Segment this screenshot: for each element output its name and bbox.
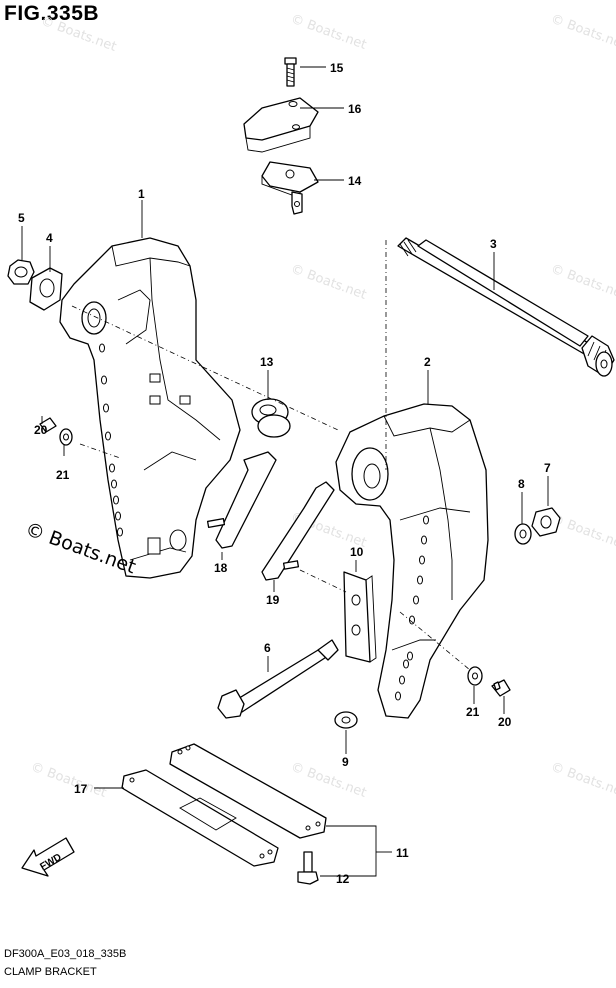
part-19-lever (261, 481, 335, 581)
part-8-washer (514, 523, 532, 545)
part-10-plate (343, 571, 377, 663)
callout-20-right: 20 (498, 715, 512, 729)
forward-arrow-icon: FWD (21, 837, 75, 877)
callout-21-right: 21 (466, 705, 480, 719)
callout-19: 19 (266, 593, 280, 607)
adjustment-holes (99, 343, 191, 537)
part-20-screw-right (491, 679, 511, 697)
part-15-bolt (284, 57, 297, 87)
adjustment-holes (395, 515, 429, 701)
part-4-washer-plate (29, 267, 63, 311)
callout-7: 7 (544, 461, 551, 475)
callout-3: 3 (490, 237, 497, 251)
callout-14: 14 (348, 174, 362, 188)
watermark: © Boats.net (549, 12, 616, 53)
callout-20-left: 20 (34, 423, 48, 437)
watermark: © Boats.net (289, 12, 369, 53)
part-21-washer-right (467, 666, 483, 686)
callout-13: 13 (260, 355, 274, 369)
callout-16: 16 (348, 102, 362, 116)
callout-21-left: 21 (56, 468, 70, 482)
part-5-nut (7, 259, 35, 285)
watermark: © Boats.net (29, 760, 109, 801)
callout-17: 17 (74, 782, 88, 796)
callout-15: 15 (330, 61, 344, 75)
part-12-bolt (297, 851, 319, 885)
watermark: © Boats.net (39, 14, 119, 55)
watermark: © Boats.net (549, 760, 616, 801)
leader-lines (21, 66, 549, 877)
callout-6: 6 (264, 641, 271, 655)
callout-4: 4 (46, 231, 53, 245)
drawing-code: DF300A_E03_018_335B (4, 948, 127, 960)
part-2-clamp-bracket-right (335, 403, 489, 719)
part-14-mount-plate (261, 161, 319, 215)
callout-1: 1 (138, 187, 145, 201)
part-13-grommet (251, 398, 291, 438)
figure-caption: CLAMP BRACKET (4, 966, 97, 978)
part-1-clamp-bracket-left (59, 237, 241, 579)
part-7-nut (531, 507, 561, 537)
figure-title: FIG.335B (4, 2, 100, 25)
part-20-screw-left (39, 417, 57, 433)
callout-8: 8 (518, 477, 525, 491)
callout-2: 2 (424, 355, 431, 369)
part-18-lever (206, 451, 277, 549)
part-9-washer (334, 711, 358, 729)
part-6-bolt (217, 639, 339, 719)
part-11-pad (169, 743, 327, 839)
callout-10: 10 (350, 545, 364, 559)
callout-18: 18 (214, 561, 228, 575)
callout-11: 11 (396, 846, 409, 860)
watermark: © Boats.net (289, 262, 369, 303)
callout-numbers: 15 16 14 1 5 4 3 13 2 20 21 7 8 10 18 19… (18, 61, 551, 886)
part-21-washer-left (59, 428, 73, 446)
watermark: © Boats.net (549, 262, 616, 303)
part-16-cover-plate (243, 97, 319, 153)
callout-12: 12 (336, 872, 350, 886)
assembly-lines (71, 240, 471, 671)
callout-9: 9 (342, 755, 349, 769)
watermark: © Boats.net (289, 760, 369, 801)
callout-5: 5 (18, 211, 25, 225)
part-3-tilt-shaft (397, 237, 615, 377)
